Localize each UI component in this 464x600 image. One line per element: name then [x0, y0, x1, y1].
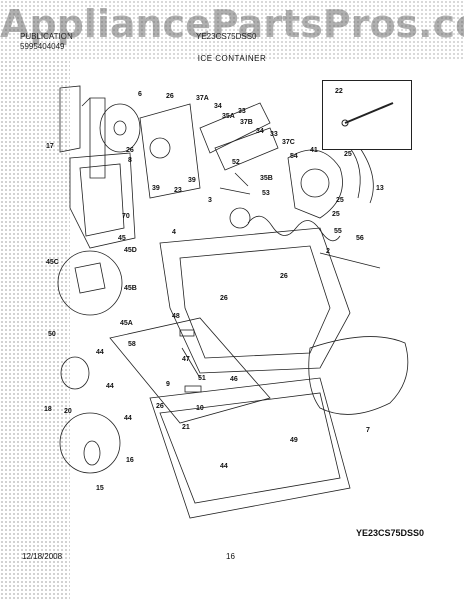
callout-37A: 37A — [196, 95, 209, 102]
model-number-bottom: YE23CS75DSS0 — [355, 528, 424, 538]
detail-circle-45 — [57, 250, 123, 316]
callout-39: 39 — [152, 185, 160, 192]
callout-34: 34 — [214, 103, 222, 110]
callout-47: 47 — [182, 356, 190, 363]
callout-7: 7 — [366, 427, 370, 434]
motor-plate — [139, 103, 201, 199]
callout-48: 48 — [172, 313, 180, 320]
callout-26b: 26 — [126, 147, 134, 154]
callout-8: 8 — [128, 157, 132, 164]
callout-44b: 44 — [106, 383, 114, 390]
callout-45: 45 — [118, 235, 126, 242]
page-number: 16 — [226, 552, 235, 561]
callout-21: 21 — [182, 424, 190, 431]
callout-20: 20 — [64, 408, 72, 415]
inset-box-part-22: 22 — [322, 80, 412, 150]
callout-54: 54 — [290, 153, 298, 160]
section-title: ICE CONTAINER — [197, 54, 267, 63]
callout-26: 26 — [166, 93, 174, 100]
callout-6: 6 — [138, 91, 142, 98]
callout-44: 44 — [96, 349, 104, 356]
callout-45B: 45B — [124, 285, 137, 292]
callout-44c: 44 — [124, 415, 132, 422]
inset-label-22: 22 — [335, 88, 343, 95]
publication-number: 5995404049 — [20, 42, 65, 51]
callout-45A: 45A — [120, 320, 133, 327]
callout-46: 46 — [230, 376, 238, 383]
callout-23: 23 — [174, 187, 182, 194]
callout-25: 25 — [344, 151, 352, 158]
callout-16: 16 — [126, 457, 134, 464]
callout-53: 53 — [262, 190, 270, 197]
rear-housing — [69, 152, 136, 249]
base-panel — [109, 317, 271, 424]
callout-51: 51 — [198, 375, 206, 382]
container-front-cover — [308, 336, 409, 415]
callout-35B: 35B — [260, 175, 273, 182]
callout-58: 58 — [128, 341, 136, 348]
callout-26d: 26 — [220, 295, 228, 302]
callout-25b: 25 — [332, 211, 340, 218]
publication-label: PUBLICATION — [20, 32, 73, 41]
callout-17: 17 — [46, 143, 54, 150]
callout-70: 70 — [122, 213, 130, 220]
callout-39b: 39 — [188, 177, 196, 184]
callout-37C: 37C — [282, 139, 295, 146]
callout-34b: 34 — [256, 128, 264, 135]
auger-housing — [287, 149, 343, 219]
callout-33b: 33 — [270, 131, 278, 138]
callout-13: 13 — [376, 185, 384, 192]
callout-55: 55 — [334, 228, 342, 235]
callout-41: 41 — [310, 147, 318, 154]
inset-part-drawing: 22 — [335, 88, 394, 127]
callout-44d: 44 — [220, 463, 228, 470]
fan-wheel — [99, 103, 141, 153]
callout-45D: 45D — [124, 247, 137, 254]
callout-49: 49 — [290, 437, 298, 444]
ice-container-bin — [159, 227, 351, 374]
halftone-background-top — [0, 0, 464, 60]
callout-35A: 35A — [222, 113, 235, 120]
callout-25c: 25 — [336, 197, 344, 204]
callout-56: 56 — [356, 235, 364, 242]
callout-3: 3 — [208, 197, 212, 204]
callout-18: 18 — [44, 406, 52, 413]
detail-circle-16 — [59, 412, 121, 474]
callout-45C: 45C — [46, 259, 59, 266]
exploded-parts-diagram: 6 26 37A 34 35A 33 37B 33 34 37C 41 25 1… — [44, 85, 409, 519]
callout-26c: 26 — [280, 273, 288, 280]
callout-26e: 26 — [156, 403, 164, 410]
callout-52: 52 — [232, 159, 240, 166]
callout-50: 50 — [48, 331, 56, 338]
halftone-background-left — [0, 0, 70, 600]
callout-2: 2 — [326, 248, 330, 255]
callout-33: 33 — [238, 108, 246, 115]
callout-15: 15 — [96, 485, 104, 492]
watermark-logo: AppliancePartsPros.com — [0, 2, 464, 46]
callout-37B: 37B — [240, 119, 253, 126]
callout-10: 10 — [196, 405, 204, 412]
callout-4: 4 — [172, 229, 176, 236]
print-date: 12/18/2008 — [22, 552, 63, 561]
callout-9: 9 — [166, 381, 170, 388]
model-number-top: YE23CS75DSS0 — [196, 32, 257, 41]
